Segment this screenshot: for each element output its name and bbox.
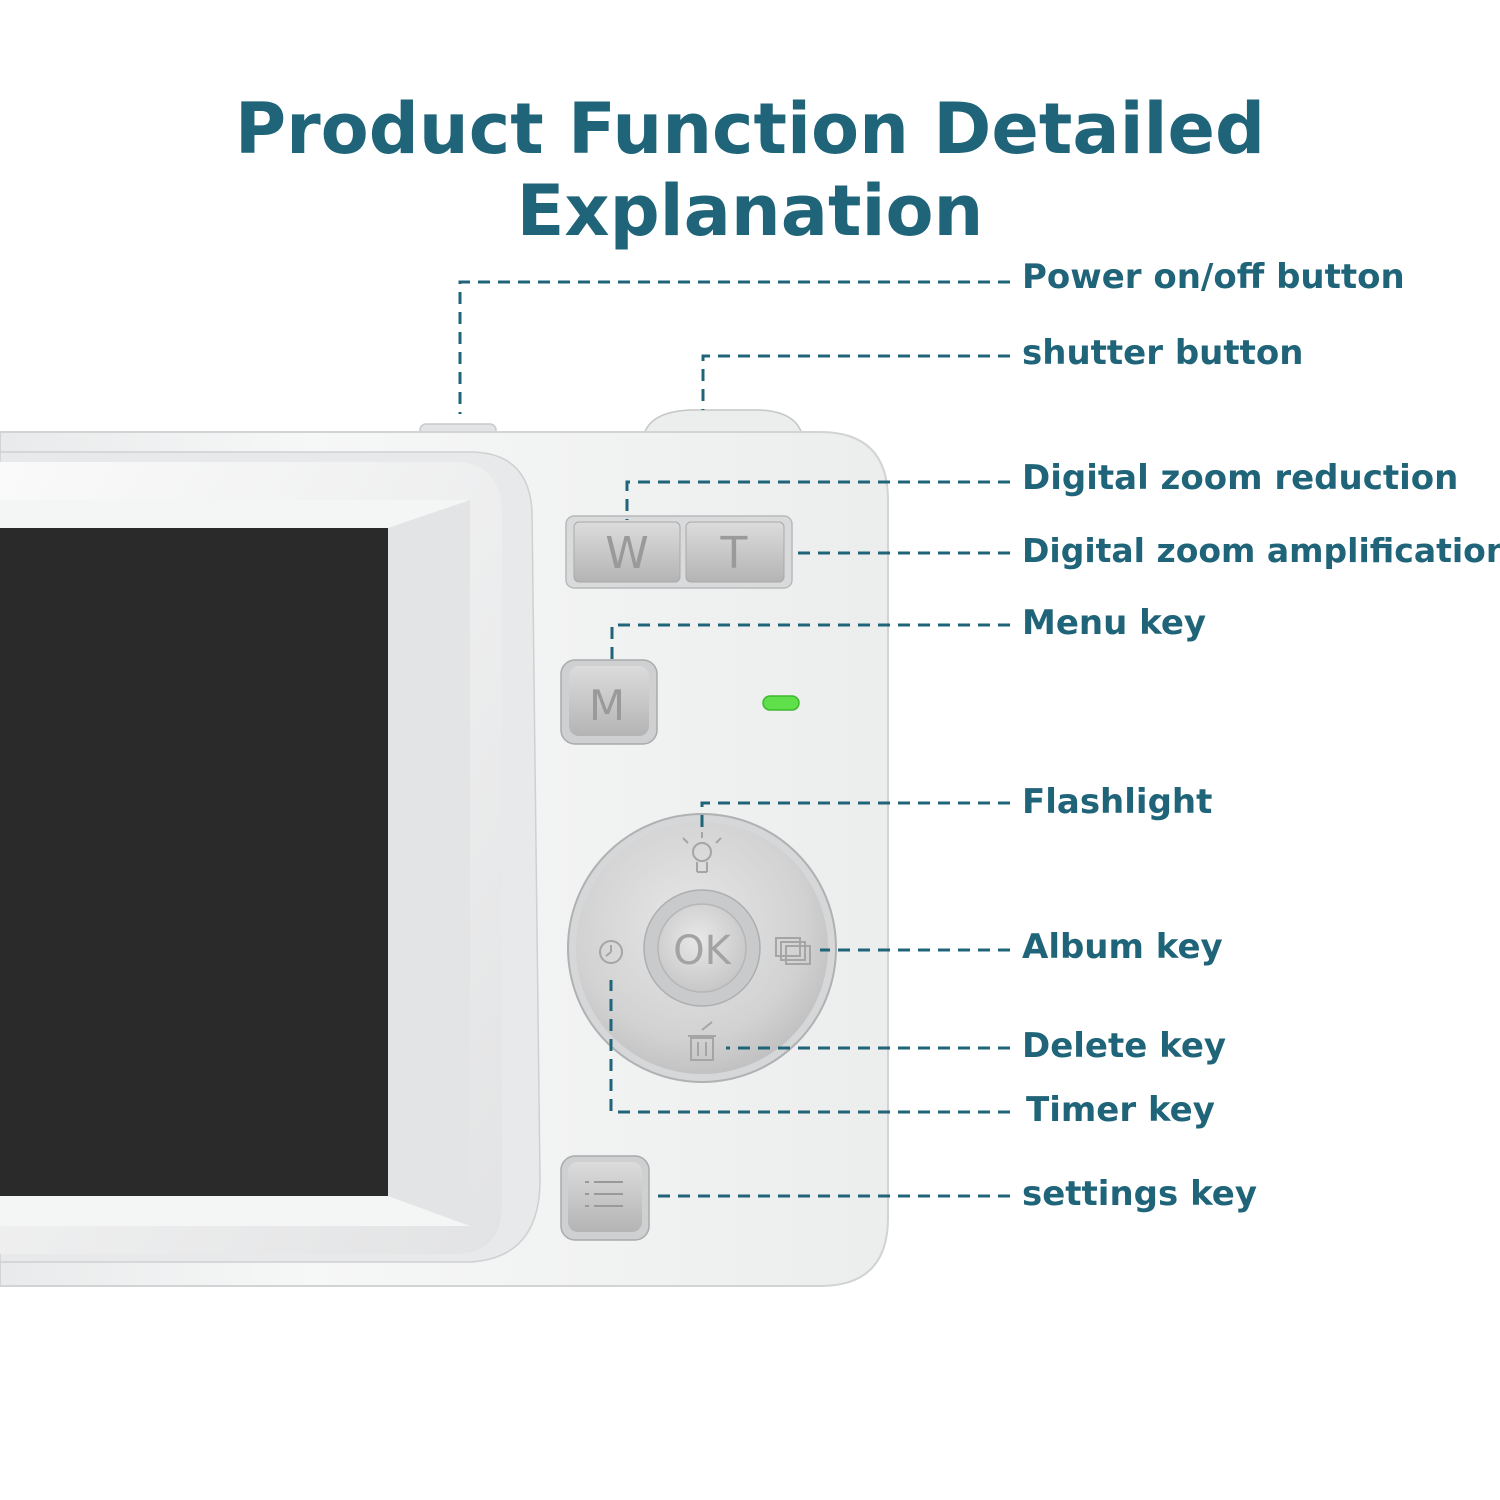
leader-flashlight xyxy=(700,801,1010,834)
album-icon[interactable] xyxy=(775,937,811,965)
callout-delete-key: Delete key xyxy=(1022,1026,1227,1066)
leader-shutter xyxy=(701,354,1010,410)
callout-album-key: Album key xyxy=(1022,927,1223,967)
zoom-wide-button[interactable]: W xyxy=(573,521,681,583)
zoom-tele-button[interactable]: T xyxy=(685,521,785,583)
callout-zoom-reduction: Digital zoom reduction xyxy=(1022,458,1459,498)
callout-shutter-button: shutter button xyxy=(1022,333,1304,373)
ok-button[interactable]: OK xyxy=(657,903,747,993)
callout-settings-key: settings key xyxy=(1022,1174,1257,1214)
menu-button-label: M xyxy=(589,681,625,730)
zoom-wide-label: W xyxy=(605,528,649,579)
leader-power xyxy=(458,280,1010,414)
zoom-tele-label: T xyxy=(720,528,748,579)
flashlight-icon[interactable] xyxy=(682,832,722,873)
callout-timer-key: Timer key xyxy=(1026,1090,1215,1130)
menu-button[interactable]: M xyxy=(560,659,658,745)
ok-button-label: OK xyxy=(673,928,732,974)
callout-flashlight: Flashlight xyxy=(1022,782,1213,822)
timer-icon[interactable] xyxy=(599,940,623,964)
callout-menu-key: Menu key xyxy=(1022,603,1207,643)
trash-icon[interactable] xyxy=(688,1021,716,1061)
leader-lines xyxy=(458,280,1010,1198)
settings-button[interactable] xyxy=(560,1155,650,1241)
page-title: Product Function Detailed Explanation xyxy=(234,88,1266,252)
leader-zoom-reduction xyxy=(625,480,1010,520)
callout-zoom-amplification: Digital zoom amplification xyxy=(1022,531,1500,570)
indicator-led xyxy=(762,695,800,711)
leader-timer xyxy=(609,980,1010,1114)
zoom-rocker[interactable]: W T xyxy=(565,515,793,589)
callout-power-button: Power on/off button xyxy=(1022,257,1405,297)
settings-list-icon xyxy=(585,1181,623,1207)
lcd-screen xyxy=(0,528,388,1196)
leader-menu xyxy=(610,623,1010,662)
